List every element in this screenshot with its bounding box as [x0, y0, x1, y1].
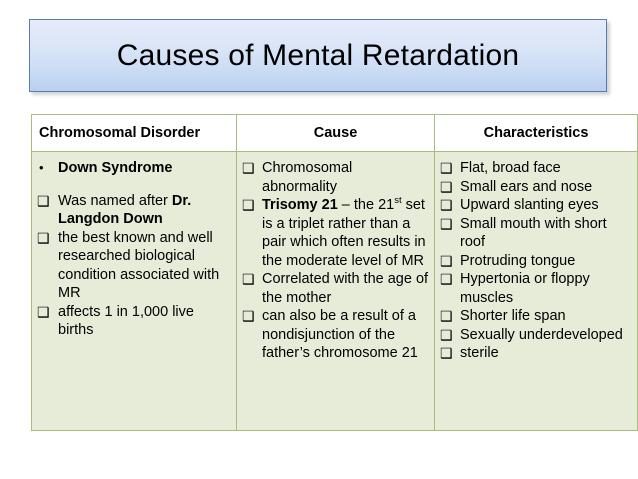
chromosomal-disorder-item: ❑ affects 1 in 1,000 live births	[37, 303, 231, 340]
characteristics-item-text: Flat, broad face	[460, 160, 561, 176]
square-bullet-icon: ❑	[440, 345, 453, 361]
characteristics-item-text: Shorter life span	[460, 308, 566, 324]
square-bullet-icon: ❑	[242, 197, 255, 213]
characteristics-item: ❑ Hypertonia or floppy muscles	[440, 270, 632, 307]
characteristics-item: ❑ Small mouth with short roof	[440, 215, 632, 252]
cause-item-text: Trisomy 21 – the 21st set is a triplet r…	[262, 195, 426, 269]
cell-characteristics: ❑ Flat, broad face ❑ Small ears and nose ❑ Up…	[434, 151, 638, 431]
square-bullet-icon: ❑	[440, 197, 453, 213]
cause-item-text: Correlated with the age of the mother	[262, 271, 429, 306]
cause-item-text: Chromosomal abnormality	[262, 160, 353, 195]
cause-item-text: can also be a result of a nondisjunction…	[262, 308, 418, 361]
table-header: Chromosomal Disorder Cause Characteristi…	[31, 114, 638, 152]
characteristics-item-text: Small ears and nose	[460, 178, 593, 195]
table-header-row: Chromosomal Disorder Cause Characteristi…	[31, 114, 638, 152]
cause-item: ❑ Chromosomal abnormality	[242, 159, 429, 196]
cause-item: ❑ Correlated with the age of the mother	[242, 270, 429, 307]
square-bullet-icon: ❑	[37, 303, 50, 320]
chromosomal-disorder-item: ❑ the best known and well researched bio…	[37, 229, 231, 303]
characteristics-item: ❑ Sexually underdeveloped	[440, 326, 632, 345]
chromosomal-disorder-item: ❑ Was named after Dr. Langdon Down	[37, 192, 231, 229]
chromosomal-disorder-item-text: Was named after Dr. Langdon Down	[58, 192, 192, 228]
characteristics-item: ❑ Shorter life span	[440, 307, 632, 326]
chromosomal-disorder-item-text: affects 1 in 1,000 live births	[58, 303, 194, 339]
cell-chromosomal-disorder: • Down Syndrome ❑ Was named after Dr. Langd…	[31, 151, 237, 431]
slide-title-banner: Causes of Mental Retardation	[29, 19, 607, 92]
characteristics-item-text: Sexually underdeveloped	[460, 326, 623, 343]
chromosomal-disorder-item-text: the best known and well researched biolo…	[58, 229, 220, 302]
column-header-chromosomal-disorder: Chromosomal Disorder	[31, 114, 237, 152]
cell-cause: ❑ Chromosomal abnormality ❑ Trisomy 21 – th…	[236, 151, 435, 431]
square-bullet-icon: ❑	[440, 178, 453, 195]
characteristics-item: ❑ Flat, broad face	[440, 159, 632, 178]
cause-list: ❑ Chromosomal abnormality ❑ Trisomy 21 – th…	[242, 159, 429, 363]
cause-item: ❑ can also be a result of a nondisjunctio…	[242, 307, 429, 363]
square-bullet-icon: ❑	[37, 229, 50, 246]
characteristics-item: ❑ Upward slanting eyes	[440, 196, 632, 215]
square-bullet-icon: ❑	[440, 271, 453, 287]
table-row: • Down Syndrome ❑ Was named after Dr. Langd…	[31, 151, 638, 431]
characteristics-item: ❑ sterile	[440, 344, 632, 363]
column-header-cause: Cause	[236, 114, 435, 152]
square-bullet-icon: ❑	[440, 252, 453, 269]
characteristics-item-text: Small mouth with short roof	[460, 215, 607, 251]
square-bullet-icon: ❑	[440, 326, 453, 343]
square-bullet-icon: ❑	[242, 308, 255, 324]
table-body: • Down Syndrome ❑ Was named after Dr. Langd…	[31, 151, 638, 431]
square-bullet-icon: ❑	[440, 215, 453, 232]
characteristics-item-text: Protruding tongue	[460, 252, 576, 269]
page-title: Causes of Mental Retardation	[116, 38, 520, 72]
characteristics-item-text: sterile	[460, 345, 499, 361]
square-bullet-icon: ❑	[242, 271, 255, 287]
square-bullet-icon: ❑	[440, 308, 453, 324]
chromosomal-disorder-item: • Down Syndrome	[37, 159, 231, 178]
characteristics-item-text: Hypertonia or floppy muscles	[460, 271, 590, 306]
column-header-characteristics: Characteristics	[434, 114, 638, 152]
characteristics-item: ❑ Small ears and nose	[440, 178, 632, 197]
characteristics-item: ❑ Protruding tongue	[440, 252, 632, 271]
chromosomal-disorder-item-text: Down Syndrome	[58, 160, 173, 176]
square-bullet-icon: ❑	[37, 192, 50, 209]
dot-bullet-icon: •	[39, 160, 44, 175]
chromosomal-disorder-list: • Down Syndrome ❑ Was named after Dr. Langd…	[37, 159, 231, 340]
characteristics-item-text: Upward slanting eyes	[460, 197, 599, 213]
causes-table: Chromosomal Disorder Cause Characteristi…	[31, 114, 638, 431]
characteristics-list: ❑ Flat, broad face ❑ Small ears and nose ❑ Up…	[440, 159, 632, 363]
cause-item: ❑ Trisomy 21 – the 21st set is a triplet …	[242, 196, 429, 270]
square-bullet-icon: ❑	[242, 160, 255, 176]
square-bullet-icon: ❑	[440, 160, 453, 176]
